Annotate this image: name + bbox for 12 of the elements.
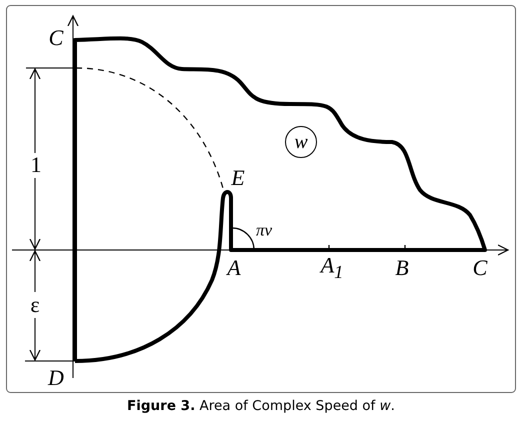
- circled-label: w: [285, 126, 317, 158]
- dimension-label: ε: [30, 294, 40, 316]
- figure-caption: Figure 3. Area of Complex Speed of w.: [126, 398, 396, 414]
- point-label: A$_{1}$: [320, 254, 344, 282]
- point-label: A: [227, 257, 241, 279]
- point-label: D: [48, 367, 64, 389]
- point-label: C: [48, 27, 64, 49]
- dimension-label: 1: [30, 154, 42, 176]
- point-label: C: [472, 257, 488, 279]
- point-label: B: [395, 257, 409, 279]
- angle-label: πν: [256, 222, 272, 238]
- point-label: E: [231, 167, 245, 189]
